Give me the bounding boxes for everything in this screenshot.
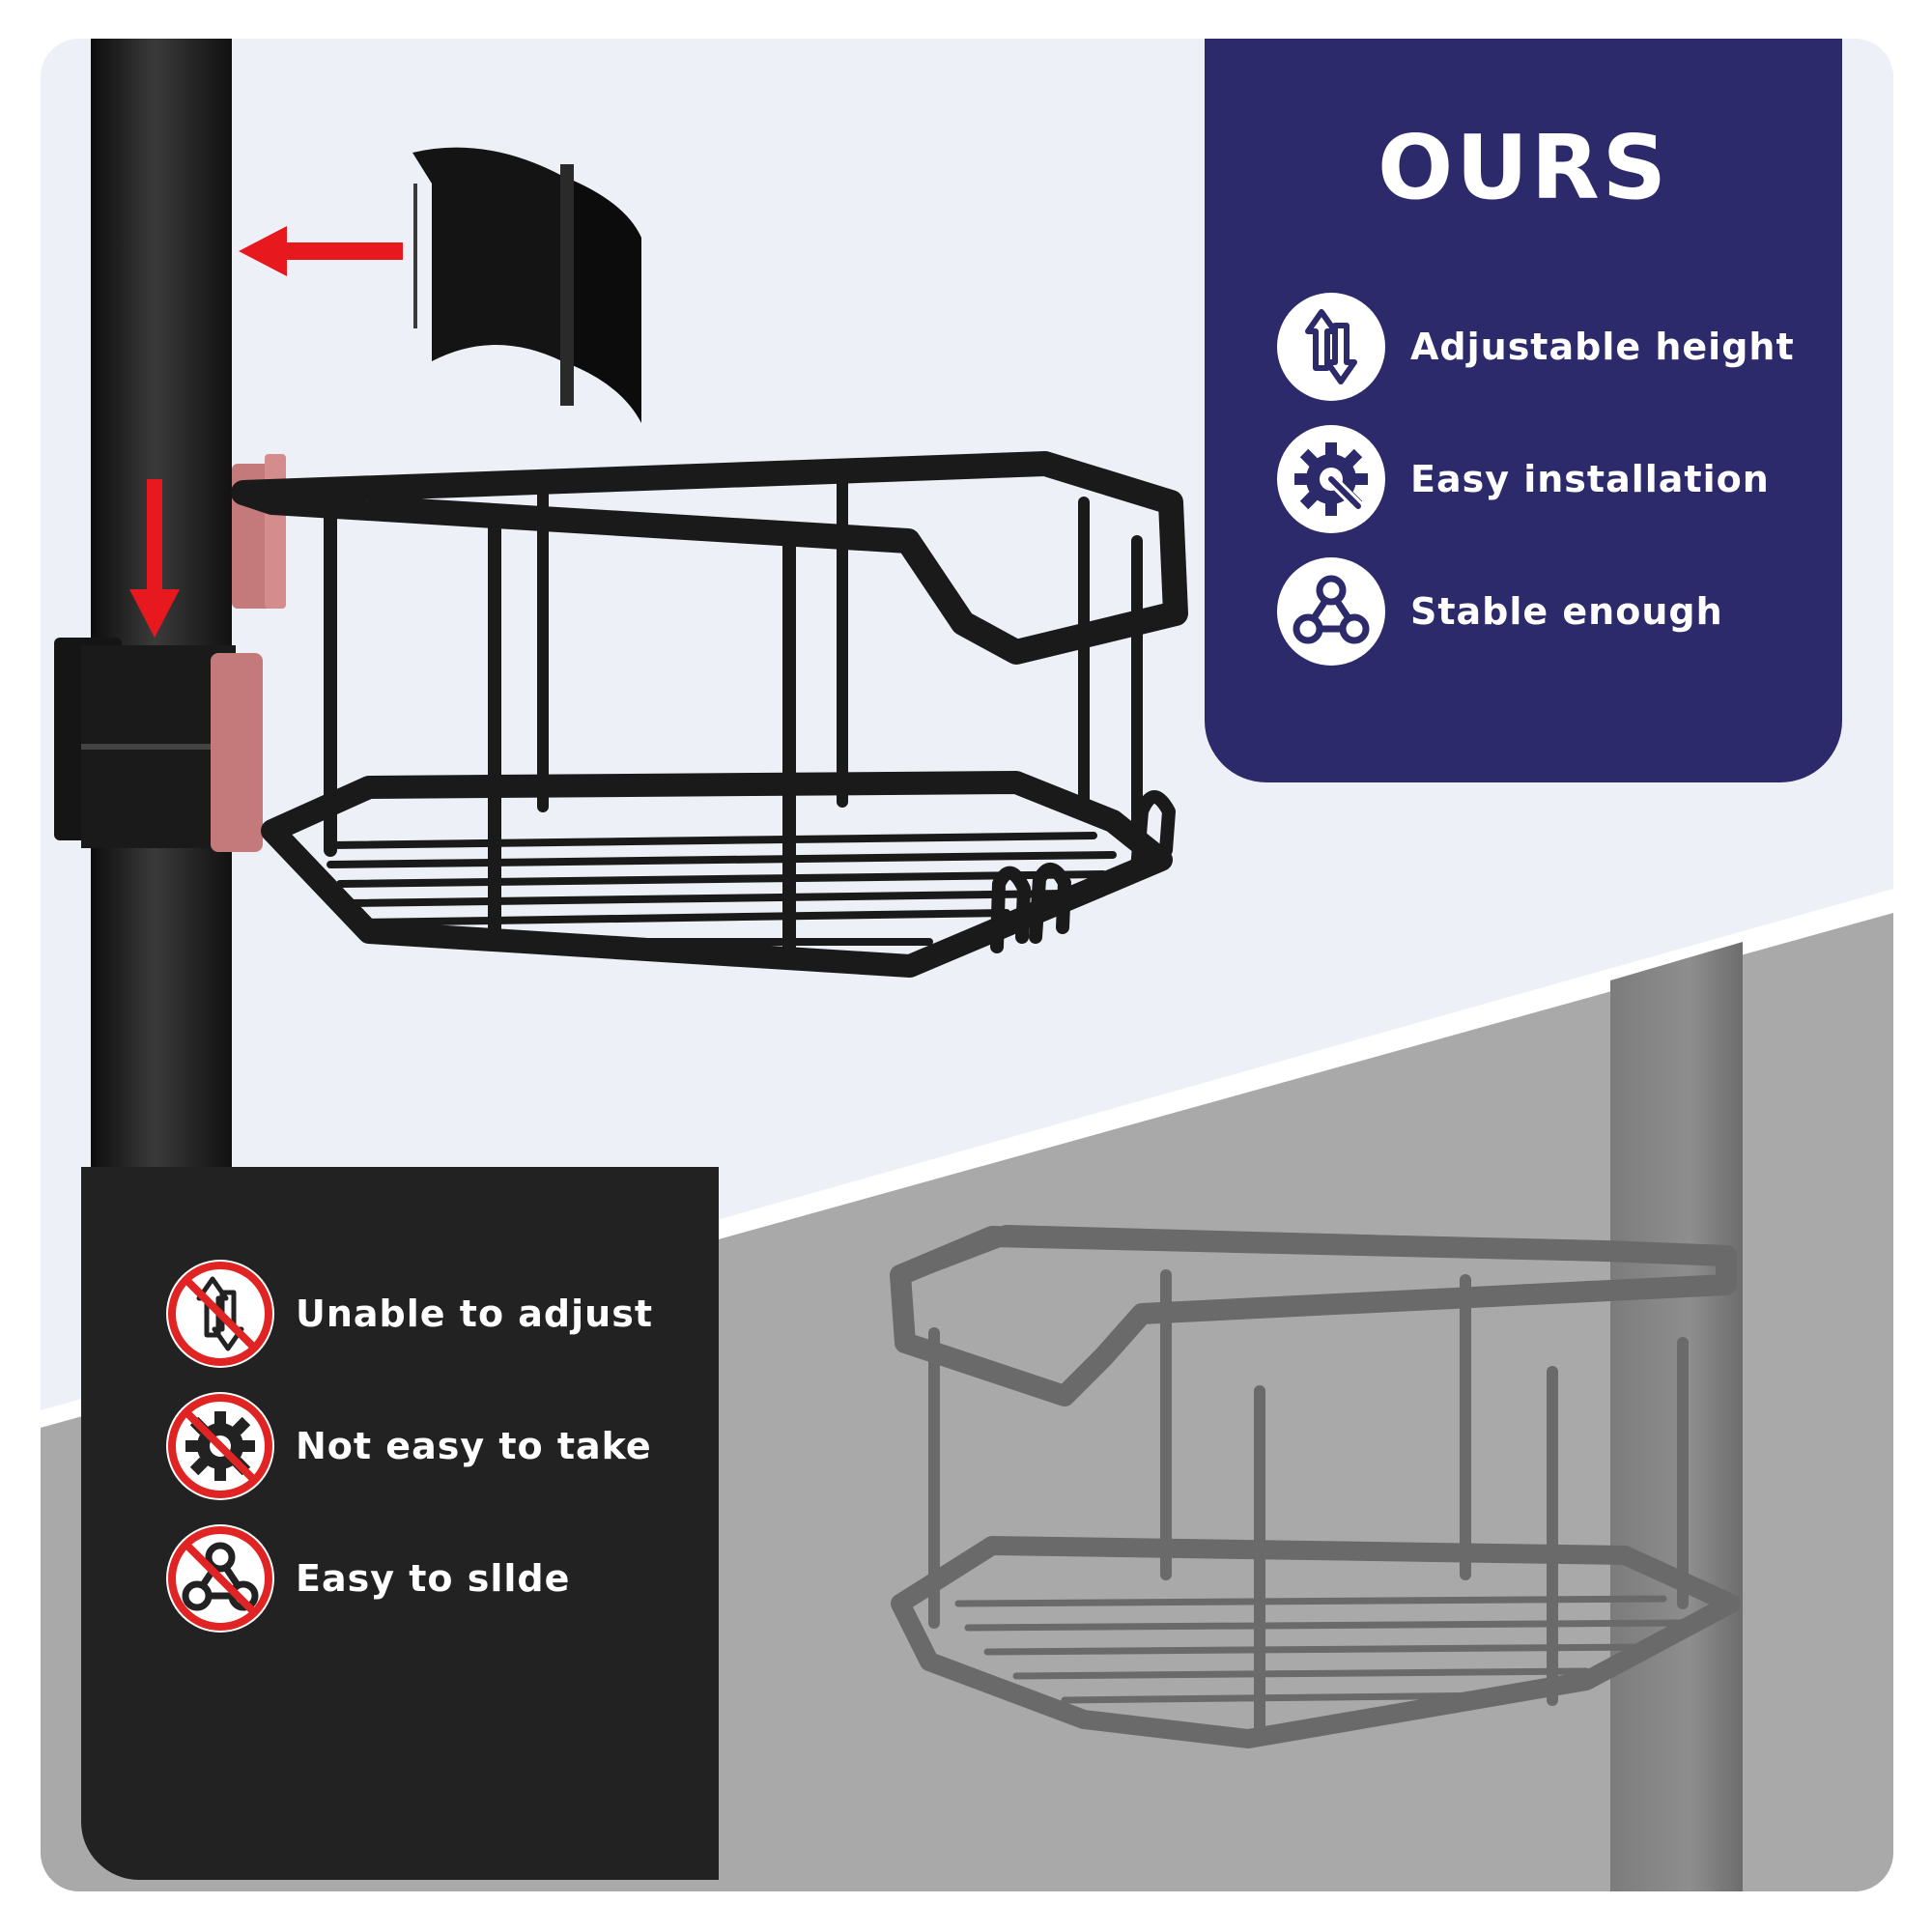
adjust-arrows-icon bbox=[1277, 293, 1385, 401]
wall-pillar bbox=[1610, 942, 1743, 1891]
drawback-easy-to-slide: Easy to sllde bbox=[166, 1524, 707, 1640]
network-nodes-icon bbox=[1277, 557, 1385, 666]
left-arrow-icon bbox=[239, 226, 403, 276]
feature-stable-enough: Stable enough bbox=[1277, 557, 1818, 668]
ours-title: OURS bbox=[1377, 116, 1669, 219]
drawback-label: Unable to adjust bbox=[296, 1293, 653, 1335]
down-arrow-icon bbox=[129, 479, 180, 638]
drawback-not-easy-to-take: Not easy to take bbox=[166, 1392, 707, 1508]
feature-easy-installation: Easy installation bbox=[1277, 425, 1818, 536]
adjust-arrows-prohibited-icon bbox=[166, 1260, 274, 1368]
clip-part bbox=[412, 147, 641, 423]
ours-panel: OURS Adjustable height bbox=[1205, 39, 1842, 782]
product-comparison-image: OURS Adjustable height bbox=[41, 39, 1893, 1891]
drawback-unable-to-adjust: Unable to adjust bbox=[166, 1260, 707, 1376]
grey-basket bbox=[890, 1225, 1741, 1748]
black-basket bbox=[231, 451, 1188, 978]
feature-label: Stable enough bbox=[1410, 590, 1723, 633]
gear-prohibited-icon bbox=[166, 1392, 274, 1500]
drawback-label: Easy to sllde bbox=[296, 1557, 571, 1600]
pole-clamp bbox=[54, 638, 263, 852]
network-nodes-prohibited-icon bbox=[166, 1524, 274, 1633]
drawback-label: Not easy to take bbox=[296, 1425, 652, 1467]
feature-label: Easy installation bbox=[1410, 458, 1770, 500]
gear-wrench-icon bbox=[1277, 425, 1385, 533]
feature-adjustable-height: Adjustable height bbox=[1277, 293, 1818, 404]
theirs-panel: Unable to adjust bbox=[81, 1167, 719, 1880]
basket-bracket-edge bbox=[265, 454, 286, 609]
feature-label: Adjustable height bbox=[1410, 326, 1795, 368]
